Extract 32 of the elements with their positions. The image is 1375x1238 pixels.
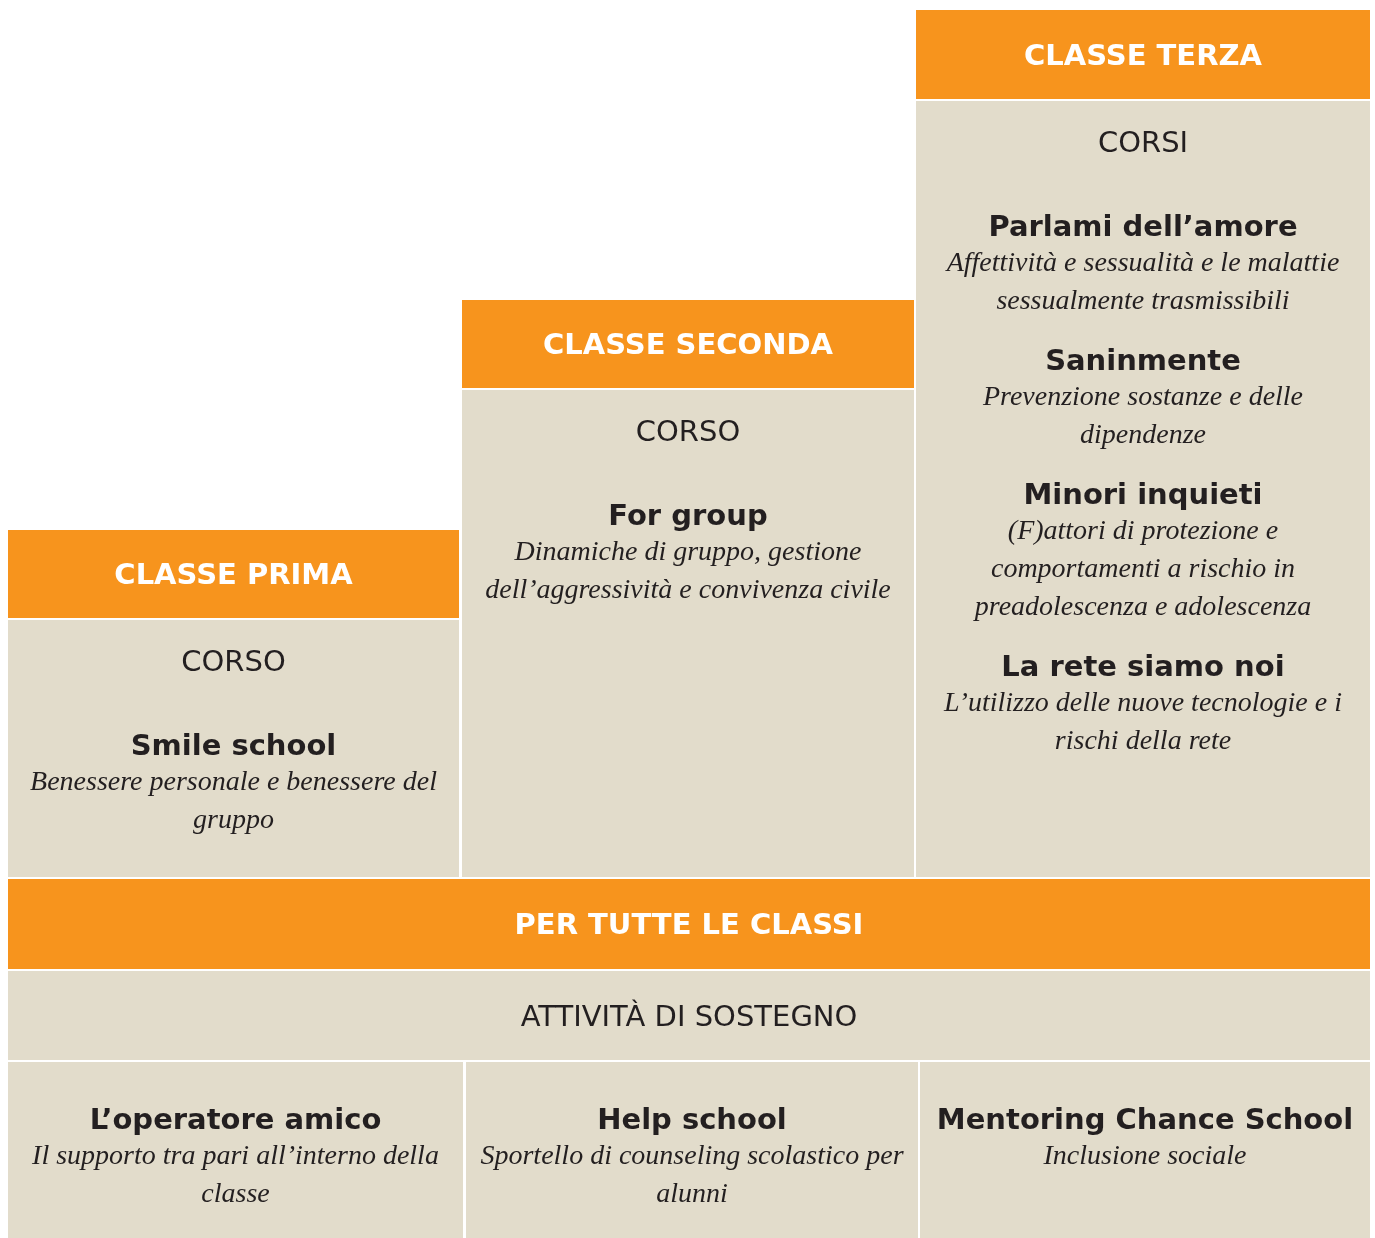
- course-description: Inclusione sociale: [1043, 1138, 1247, 1172]
- class-header-band: CLASSE TERZA: [916, 10, 1370, 99]
- class-header-band: PER TUTTE LE CLASSI: [8, 879, 1370, 969]
- course-title: Mentoring Chance School: [936, 1102, 1354, 1136]
- class-header-band: CLASSE SECONDA: [462, 300, 914, 388]
- course-title: Saninmente: [1045, 343, 1241, 377]
- course-description: Il supporto tra pari all’interno della classe: [31, 1138, 440, 1210]
- course-title: Smile school: [130, 728, 337, 762]
- activity-panel: [466, 1062, 918, 1238]
- course-description: Benessere personale e benessere del gruppo: [29, 764, 438, 836]
- course-panel: [8, 620, 459, 877]
- course-description: (F)attori di protezione e comportamenti a rischio in preadolescenza e adolescenza: [972, 513, 1313, 623]
- course-panel: [462, 390, 914, 877]
- course-title: Parlami dell’amore: [988, 209, 1298, 243]
- course-title: For group: [608, 498, 768, 532]
- section-label: CORSO: [181, 644, 286, 678]
- course-title: La rete siamo noi: [1001, 649, 1285, 683]
- activity-panel: [920, 1062, 1370, 1238]
- course-panel: [916, 101, 1370, 877]
- course-title: L’operatore amico: [89, 1102, 382, 1136]
- course-description: Affettività e sessualità e le malattie sessualmente trasmissibili: [944, 245, 1341, 317]
- course-title: Help school: [597, 1102, 787, 1136]
- class-header-band: CLASSE PRIMA: [8, 530, 459, 618]
- section-header-band: ATTIVITÀ DI SOSTEGNO: [8, 971, 1370, 1060]
- course-description: Prevenzione sostanze e delle dipendenze: [981, 379, 1305, 451]
- course-description: L’utilizzo delle nuove tecnologie e i rischi della rete: [942, 685, 1343, 757]
- course-title: Minori inquieti: [1023, 477, 1263, 511]
- section-label: CORSI: [1097, 125, 1189, 159]
- course-description: Dinamiche di gruppo, gestione dell’aggressività e convivenza civile: [484, 534, 892, 606]
- activity-panel: [8, 1062, 463, 1238]
- section-label: CORSO: [635, 414, 741, 448]
- course-description: Sportello di counseling scolastico per alunni: [479, 1138, 905, 1210]
